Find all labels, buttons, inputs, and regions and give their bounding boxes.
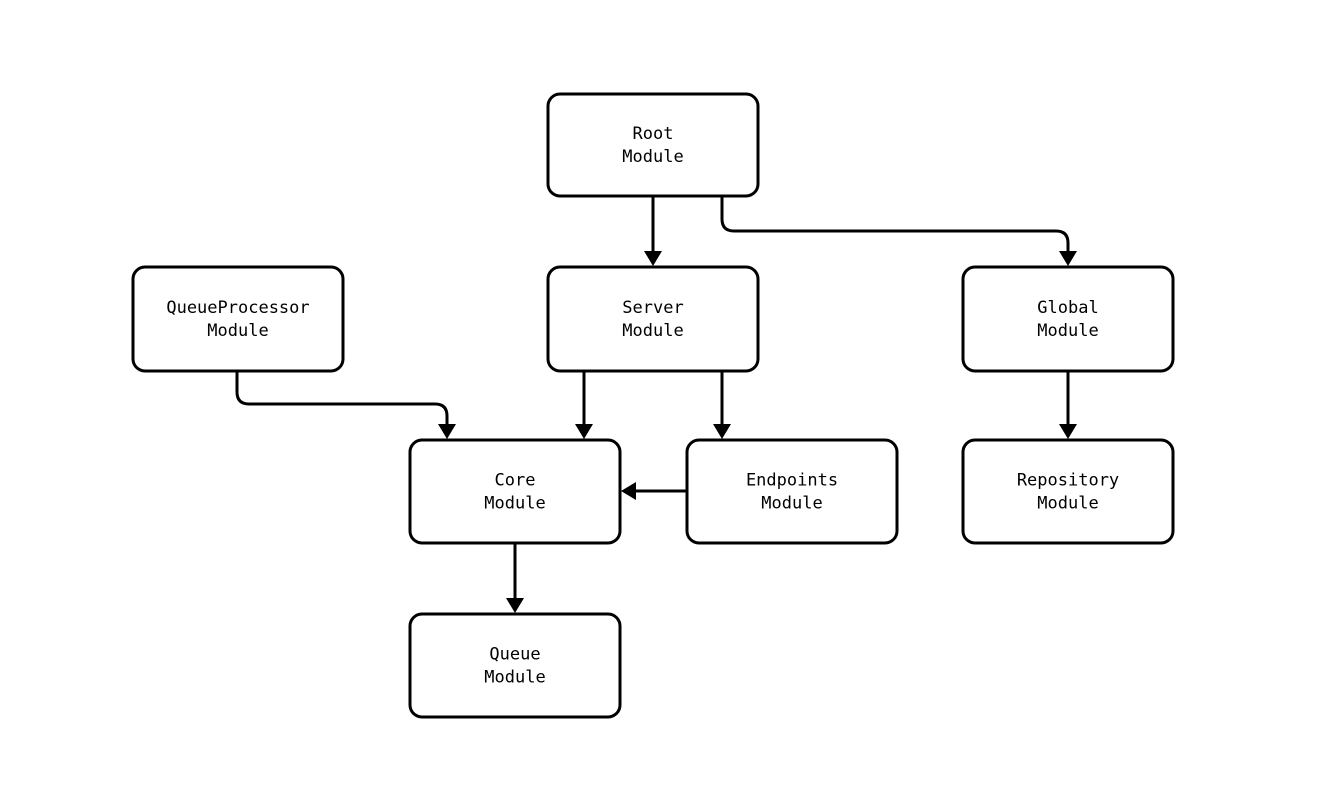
edge-root-to-server (644, 196, 662, 266)
edge-server-to-endpoints (713, 371, 731, 439)
node-box-endpoints[interactable] (685, 438, 899, 545)
node-label-primary-root: Root (633, 124, 674, 144)
arrowhead-queueprocessor-to-core (438, 424, 456, 439)
arrowhead-core-to-queue (506, 598, 524, 613)
node-label-primary-queue: Queue (489, 645, 540, 665)
node-label-primary-global: Global (1037, 298, 1098, 318)
arrowhead-global-to-repository (1059, 424, 1077, 439)
edges-layer (235, 196, 1077, 613)
arrowhead-root-to-global (1059, 251, 1077, 266)
node-label-secondary-queue: Module (484, 668, 545, 688)
arrowhead-endpoints-to-core (621, 482, 636, 500)
node-label-secondary-core: Module (484, 494, 545, 514)
node-box-queue[interactable] (408, 612, 622, 719)
nodes-layer: RootModuleQueueProcessorModuleServerModu… (131, 92, 1175, 719)
node-label-primary-repository: Repository (1017, 471, 1119, 491)
node-box-core[interactable] (408, 438, 622, 545)
node-label-secondary-repository: Module (1037, 494, 1098, 514)
node-box-global[interactable] (961, 265, 1175, 373)
node-label-secondary-server: Module (622, 321, 683, 341)
node-label-primary-endpoints: Endpoints (746, 471, 838, 491)
arrowhead-root-to-server (644, 251, 662, 266)
arrowhead-server-to-core (575, 424, 593, 439)
node-label-primary-core: Core (495, 471, 536, 491)
node-box-server[interactable] (546, 265, 760, 373)
node-box-repository[interactable] (961, 438, 1175, 545)
edge-core-to-queue (506, 543, 524, 613)
edge-global-to-repository (1059, 371, 1077, 439)
edge-line-root-to-global (720, 196, 1070, 252)
arrowhead-server-to-endpoints (713, 424, 731, 439)
node-label-primary-queueprocessor: QueueProcessor (166, 298, 309, 318)
edge-root-to-global (720, 196, 1077, 266)
edge-endpoints-to-core (621, 482, 687, 500)
node-label-secondary-endpoints: Module (761, 494, 822, 514)
edge-queueprocessor-to-core (235, 371, 456, 439)
node-box-queueprocessor[interactable] (131, 265, 345, 373)
edge-server-to-core (575, 371, 593, 439)
node-box-root[interactable] (546, 92, 760, 198)
node-label-primary-server: Server (622, 298, 683, 318)
node-label-secondary-global: Module (1037, 321, 1098, 341)
node-label-secondary-root: Module (622, 147, 683, 167)
edge-line-queueprocessor-to-core (235, 371, 449, 425)
node-label-secondary-queueprocessor: Module (207, 321, 268, 341)
